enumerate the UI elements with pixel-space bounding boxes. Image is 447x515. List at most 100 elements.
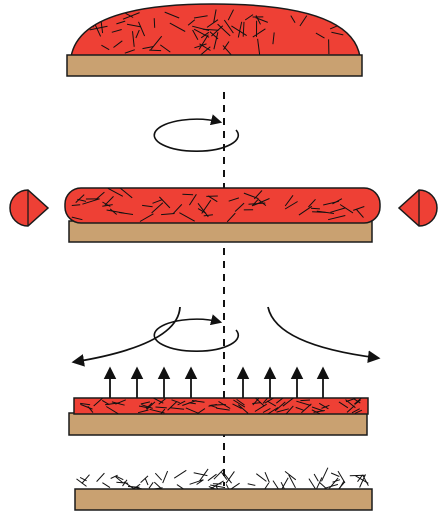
fiber <box>228 197 240 202</box>
fiber <box>234 202 245 212</box>
fiber <box>328 477 339 489</box>
fiber <box>76 478 87 487</box>
fiber <box>179 212 195 222</box>
fiber <box>353 398 363 405</box>
fiber <box>254 403 267 412</box>
fiber-group <box>71 188 365 223</box>
fiber <box>210 484 226 489</box>
fiber <box>200 31 210 39</box>
fiber <box>71 204 81 206</box>
fiber <box>142 46 154 50</box>
fiber <box>102 201 111 207</box>
fiber <box>254 398 265 407</box>
fiber <box>332 479 341 483</box>
fiber <box>138 21 146 37</box>
droplet-film <box>64 187 381 224</box>
fiber <box>88 12 94 28</box>
fiber <box>272 480 279 490</box>
fiber <box>149 408 165 414</box>
fiber <box>311 406 324 412</box>
fiber <box>122 12 140 20</box>
fiber <box>236 398 245 406</box>
fiber <box>75 194 85 203</box>
fiber <box>80 403 93 410</box>
fiber <box>255 473 267 482</box>
fiber <box>233 399 246 408</box>
fiber <box>101 44 110 51</box>
fiber <box>146 401 156 410</box>
fiber <box>149 49 162 52</box>
fiber <box>275 398 284 404</box>
fiber <box>327 215 346 221</box>
fiber <box>162 470 169 484</box>
fiber <box>353 206 365 211</box>
fiber <box>159 196 171 209</box>
fiber <box>126 23 142 28</box>
stage-dried-network <box>74 467 373 511</box>
fiber <box>154 472 163 481</box>
fiber <box>290 15 296 24</box>
fiber <box>354 399 361 405</box>
fiber <box>211 25 224 37</box>
fiber <box>258 199 267 206</box>
fiber <box>171 399 180 404</box>
fiber <box>357 474 364 482</box>
fiber <box>359 474 366 488</box>
fiber <box>315 32 325 39</box>
fiber <box>207 473 217 482</box>
fiber <box>115 475 124 481</box>
stage-spin-spreading <box>9 187 438 243</box>
fiber <box>300 399 311 402</box>
fiber <box>345 398 356 403</box>
fiber <box>217 23 231 37</box>
fiber <box>141 404 153 409</box>
curved-arrow-icon <box>71 306 181 367</box>
fiber <box>96 472 105 482</box>
fiber <box>313 410 325 413</box>
fiber <box>264 398 275 404</box>
fiber <box>310 207 320 210</box>
fiber <box>137 409 149 414</box>
fiber <box>354 409 363 414</box>
fiber <box>193 472 208 477</box>
fiber <box>356 209 364 218</box>
fiber <box>111 29 122 33</box>
fiber <box>223 41 230 50</box>
fiber <box>284 471 297 481</box>
fiber <box>318 402 329 410</box>
fiber <box>339 204 354 214</box>
fiber <box>153 18 156 28</box>
fiber <box>338 401 349 409</box>
fiber <box>272 32 275 45</box>
fiber <box>71 216 83 221</box>
fiber <box>122 479 128 487</box>
fiber <box>285 405 294 414</box>
fiber <box>237 404 249 414</box>
fiber <box>200 46 211 56</box>
fiber <box>308 198 316 208</box>
fiber <box>172 204 183 215</box>
fiber <box>193 15 208 19</box>
fiber <box>80 402 91 406</box>
fiber <box>262 398 269 404</box>
fiber <box>232 403 242 409</box>
rotation-arrow-icon <box>153 314 240 353</box>
fiber <box>167 401 177 411</box>
fiber <box>87 405 94 413</box>
fiber <box>142 204 153 208</box>
fiber <box>192 25 210 31</box>
fiber <box>351 408 360 414</box>
fiber <box>313 473 319 482</box>
fiber <box>321 467 329 482</box>
fiber <box>206 19 219 28</box>
fiber <box>362 474 369 486</box>
fiber <box>139 213 154 222</box>
fiber <box>223 19 234 34</box>
fiber <box>338 481 346 490</box>
fiber <box>210 404 226 406</box>
fiber <box>115 476 124 484</box>
fiber <box>231 25 247 37</box>
fiber <box>164 11 180 19</box>
